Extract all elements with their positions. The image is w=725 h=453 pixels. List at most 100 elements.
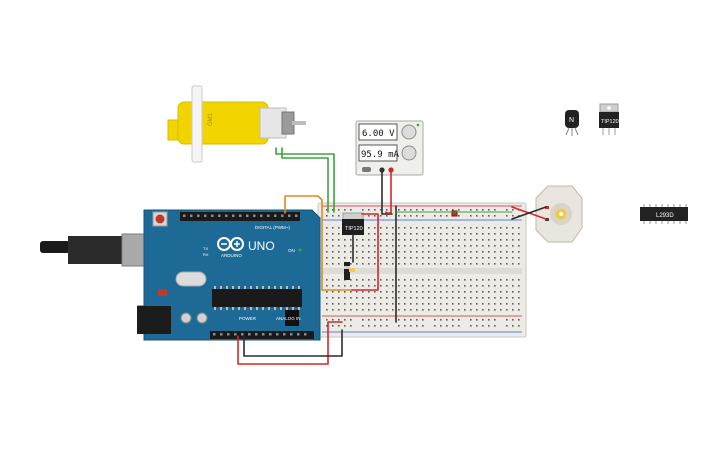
breadboard-hole[interactable] xyxy=(488,309,490,311)
breadboard-hole[interactable] xyxy=(494,227,496,229)
breadboard-hole[interactable] xyxy=(506,297,508,299)
breadboard-hole[interactable] xyxy=(404,309,406,311)
breadboard-hole[interactable] xyxy=(506,319,508,321)
breadboard-hole[interactable] xyxy=(350,303,352,305)
breadboard-hole[interactable] xyxy=(398,309,400,311)
breadboard-hole[interactable] xyxy=(500,263,502,265)
breadboard-hole[interactable] xyxy=(368,227,370,229)
header-pin[interactable] xyxy=(246,214,249,218)
breadboard-hole[interactable] xyxy=(470,319,472,321)
wire-motor-green-2[interactable] xyxy=(281,147,329,213)
breadboard-hole[interactable] xyxy=(380,309,382,311)
breadboard-hole[interactable] xyxy=(452,319,454,321)
breadboard-hole[interactable] xyxy=(494,319,496,321)
breadboard-hole[interactable] xyxy=(500,309,502,311)
breadboard-hole[interactable] xyxy=(416,303,418,305)
breadboard-hole[interactable] xyxy=(506,245,508,247)
header-pin[interactable] xyxy=(190,214,193,218)
breadboard-hole[interactable] xyxy=(422,263,424,265)
breadboard-hole[interactable] xyxy=(482,257,484,259)
breadboard-hole[interactable] xyxy=(518,297,520,299)
breadboard-hole[interactable] xyxy=(380,233,382,235)
breadboard-hole[interactable] xyxy=(488,297,490,299)
header-pin[interactable] xyxy=(253,214,256,218)
breadboard-hole[interactable] xyxy=(398,239,400,241)
breadboard-hole[interactable] xyxy=(506,279,508,281)
breadboard-hole[interactable] xyxy=(440,319,442,321)
breadboard-hole[interactable] xyxy=(422,309,424,311)
breadboard-hole[interactable] xyxy=(500,251,502,253)
header-pin[interactable] xyxy=(197,214,200,218)
breadboard-hole[interactable] xyxy=(476,285,478,287)
breadboard-hole[interactable] xyxy=(464,303,466,305)
header-pin[interactable] xyxy=(281,214,284,218)
breadboard-hole[interactable] xyxy=(338,309,340,311)
breadboard-hole[interactable] xyxy=(374,263,376,265)
breadboard-hole[interactable] xyxy=(494,309,496,311)
header-pin[interactable] xyxy=(211,214,214,218)
breadboard-hole[interactable] xyxy=(398,297,400,299)
breadboard-hole[interactable] xyxy=(344,251,346,253)
breadboard-hole[interactable] xyxy=(506,251,508,253)
breadboard-hole[interactable] xyxy=(386,279,388,281)
breadboard-hole[interactable] xyxy=(362,291,364,293)
breadboard-hole[interactable] xyxy=(350,297,352,299)
breadboard-hole[interactable] xyxy=(470,309,472,311)
breadboard-hole[interactable] xyxy=(374,209,376,211)
breadboard-hole[interactable] xyxy=(362,285,364,287)
header-pin[interactable] xyxy=(213,333,216,336)
breadboard-hole[interactable] xyxy=(434,303,436,305)
breadboard-hole[interactable] xyxy=(512,245,514,247)
breadboard-hole[interactable] xyxy=(452,325,454,327)
breadboard-hole[interactable] xyxy=(404,257,406,259)
header-pin[interactable] xyxy=(232,214,235,218)
breadboard-hole[interactable] xyxy=(410,257,412,259)
breadboard-hole[interactable] xyxy=(428,297,430,299)
breadboard-hole[interactable] xyxy=(440,209,442,211)
breadboard-hole[interactable] xyxy=(476,209,478,211)
breadboard-hole[interactable] xyxy=(464,285,466,287)
breadboard-hole[interactable] xyxy=(440,245,442,247)
breadboard-hole[interactable] xyxy=(332,209,334,211)
breadboard-hole[interactable] xyxy=(404,285,406,287)
digital-header-pins[interactable] xyxy=(183,214,298,218)
breadboard-hole[interactable] xyxy=(458,285,460,287)
breadboard-hole[interactable] xyxy=(344,297,346,299)
breadboard-hole[interactable] xyxy=(482,303,484,305)
breadboard-hole[interactable] xyxy=(392,291,394,293)
breadboard-hole[interactable] xyxy=(458,239,460,241)
breadboard-hole[interactable] xyxy=(482,309,484,311)
breadboard-hole[interactable] xyxy=(368,215,370,217)
breadboard-hole[interactable] xyxy=(416,245,418,247)
breadboard-hole[interactable] xyxy=(440,303,442,305)
breadboard-hole[interactable] xyxy=(374,257,376,259)
breadboard-hole[interactable] xyxy=(338,325,340,327)
breadboard-hole[interactable] xyxy=(410,245,412,247)
breadboard-hole[interactable] xyxy=(356,245,358,247)
breadboard-hole[interactable] xyxy=(446,319,448,321)
breadboard-hole[interactable] xyxy=(410,251,412,253)
breadboard-hole[interactable] xyxy=(386,239,388,241)
breadboard-hole[interactable] xyxy=(482,215,484,217)
breadboard-hole[interactable] xyxy=(416,215,418,217)
breadboard-hole[interactable] xyxy=(332,239,334,241)
header-pin[interactable] xyxy=(220,333,223,336)
breadboard-hole[interactable] xyxy=(356,309,358,311)
breadboard-hole[interactable] xyxy=(332,303,334,305)
breadboard-hole[interactable] xyxy=(452,309,454,311)
breadboard-hole[interactable] xyxy=(470,325,472,327)
breadboard-hole[interactable] xyxy=(338,285,340,287)
breadboard-hole[interactable] xyxy=(410,303,412,305)
reset-button[interactable] xyxy=(155,214,165,224)
breadboard-hole[interactable] xyxy=(428,227,430,229)
breadboard-hole[interactable] xyxy=(428,309,430,311)
breadboard[interactable] xyxy=(317,202,527,338)
current-knob[interactable] xyxy=(401,145,417,161)
header-pin[interactable] xyxy=(255,333,258,336)
wire-arduino-5v[interactable] xyxy=(237,321,343,365)
breadboard-hole[interactable] xyxy=(476,325,478,327)
breadboard-hole[interactable] xyxy=(458,209,460,211)
breadboard-hole[interactable] xyxy=(374,309,376,311)
breadboard-hole[interactable] xyxy=(338,209,340,211)
breadboard-hole[interactable] xyxy=(326,285,328,287)
